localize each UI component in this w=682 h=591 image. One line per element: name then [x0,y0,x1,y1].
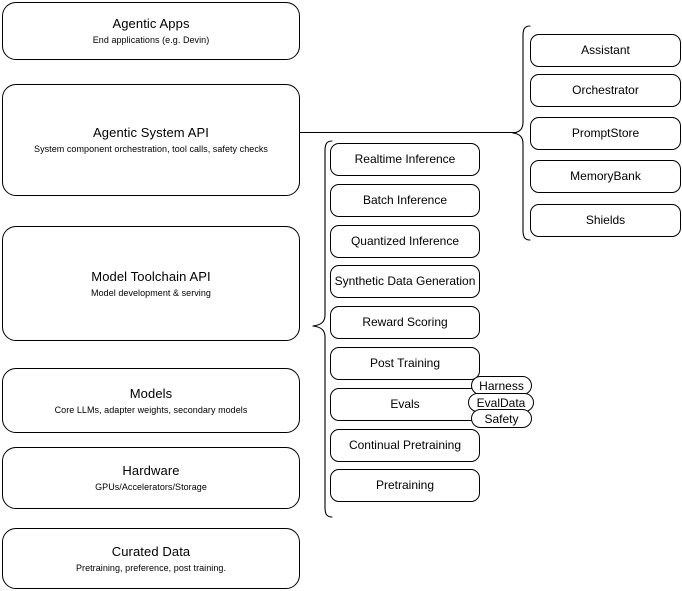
layer-title: Model Toolchain API [91,268,211,284]
capability-label: Post Training [369,356,441,370]
capability-box-batch-inference[interactable]: Batch Inference [330,184,480,217]
capability-box-post-training[interactable]: Post Training [330,347,480,380]
pill-harness[interactable]: Harness [471,376,532,395]
capability-box-reward-scoring[interactable]: Reward Scoring [330,306,480,339]
layer-subtitle: End applications (e.g. Devin) [92,35,210,45]
capability-box-quantized-inference[interactable]: Quantized Inference [330,225,480,258]
capability-label: Reward Scoring [362,315,448,329]
layer-subtitle: Pretraining, preference, post training. [75,562,227,573]
layer-title: Agentic System API [93,125,209,140]
capability-label: Realtime Inference [354,152,456,166]
pill-safety[interactable]: Safety [471,409,532,428]
layer-subtitle: Model development & serving [91,287,211,298]
component-box-orchestrator[interactable]: Orchestrator [530,74,681,107]
component-label: MemoryBank [570,169,641,183]
layer-box-hardware[interactable]: Hardware GPUs/Accelerators/Storage [2,447,300,509]
component-box-assistant[interactable]: Assistant [530,34,681,67]
connector-line-agentic-system-api [300,132,517,133]
layer-subtitle: System component orchestration, tool cal… [34,144,268,154]
brace-system-components [512,25,531,241]
pill-label: Safety [484,411,519,426]
layer-box-agentic-apps[interactable]: Agentic Apps End applications (e.g. Devi… [2,2,300,60]
component-box-promptstore[interactable]: PromptStore [530,117,681,150]
capability-box-evals[interactable]: Evals [330,388,480,421]
layer-title: Models [129,385,173,401]
layer-box-agentic-system-api[interactable]: Agentic System API System component orch… [2,84,300,196]
brace-toolchain-capabilities [312,140,333,518]
component-label: PromptStore [571,126,640,140]
pill-label: EvalData [476,395,526,410]
layer-subtitle: Core LLMs, adapter weights, secondary mo… [54,404,248,415]
pill-label: Harness [479,378,524,393]
component-label: Assistant [581,43,630,57]
capability-box-synthetic-data-generation[interactable]: Synthetic Data Generation [330,265,480,298]
layer-box-curated-data[interactable]: Curated Data Pretraining, preference, po… [2,528,300,589]
capability-label: Evals [390,397,420,411]
component-label: Shields [585,213,626,227]
component-label: Orchestrator [572,83,639,97]
capability-label: Pretraining [375,478,435,492]
layer-subtitle: GPUs/Accelerators/Storage [95,482,207,492]
layer-title: Curated Data [111,543,191,559]
capability-label: Quantized Inference [350,234,460,248]
pill-evaldata[interactable]: EvalData [468,393,534,412]
layer-title: Agentic Apps [112,16,190,31]
layer-title: Hardware [122,463,180,478]
capability-label: Synthetic Data Generation [334,274,476,288]
component-box-memorybank[interactable]: MemoryBank [530,160,681,193]
layer-box-model-toolchain-api[interactable]: Model Toolchain API Model development & … [2,226,300,341]
capability-box-continual-pretraining[interactable]: Continual Pretraining [330,429,480,462]
layer-box-models[interactable]: Models Core LLMs, adapter weights, secon… [2,368,300,433]
capability-label: Batch Inference [362,193,448,207]
capability-box-pretraining[interactable]: Pretraining [330,469,480,502]
component-box-shields[interactable]: Shields [530,204,681,237]
capability-box-realtime-inference[interactable]: Realtime Inference [330,143,480,176]
capability-label: Continual Pretraining [348,438,462,452]
